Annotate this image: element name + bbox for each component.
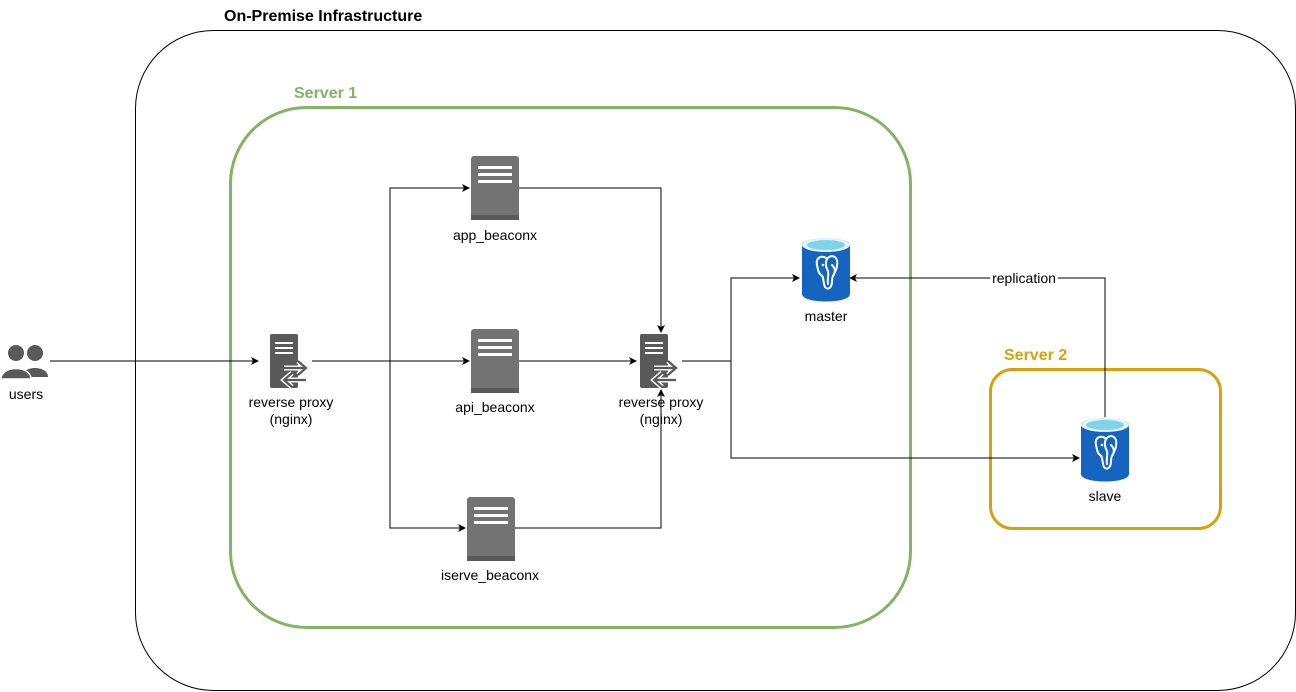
edge-proxy2-to-master [682, 274, 800, 362]
server-icon [471, 329, 519, 393]
users-label: users [9, 386, 43, 402]
edge-replication [849, 274, 1106, 417]
reverse-proxy-2-node[interactable]: reverse proxy (nginx) [619, 334, 704, 427]
api-beaconx-label: api_beaconx [455, 399, 534, 415]
users-icon [0, 343, 49, 380]
postgresql-database-icon [1080, 417, 1130, 483]
replication-label: replication [992, 270, 1056, 286]
replication-label-bg [990, 269, 1058, 286]
reverse-proxy-2-sublabel: (nginx) [640, 411, 683, 427]
app-beaconx-node[interactable]: app_beaconx [453, 156, 537, 243]
edge-proxy2-to-slave [730, 361, 1080, 462]
slave-db-node[interactable]: slave [1080, 417, 1130, 504]
edge-proxy-to-iserve [389, 361, 466, 532]
server-icon [471, 156, 519, 220]
api-beaconx-node[interactable]: api_beaconx [455, 329, 535, 415]
reverse-proxy-2-label: reverse proxy [619, 394, 704, 410]
server1-container [229, 106, 912, 629]
reverse-proxy-icon [640, 334, 676, 388]
server-icon [467, 497, 515, 561]
page-title: On-Premise Infrastructure [224, 8, 422, 25]
edge-iserve-to-proxy2 [514, 389, 665, 529]
iserve-beaconx-label: iserve_beaconx [441, 567, 539, 583]
edge-proxy-to-app [312, 184, 470, 362]
reverse-proxy-icon [270, 334, 306, 388]
master-label: master [805, 308, 848, 324]
reverse-proxy-1-node[interactable]: reverse proxy (nginx) [249, 334, 334, 427]
slave-label: slave [1089, 488, 1122, 504]
reverse-proxy-1-label: reverse proxy [249, 394, 334, 410]
server1-title: Server 1 [294, 85, 357, 102]
master-db-node[interactable]: master [801, 237, 851, 324]
reverse-proxy-1-sublabel: (nginx) [270, 411, 313, 427]
users-node[interactable]: users [0, 343, 49, 402]
edge-app-to-proxy2 [518, 187, 665, 333]
iserve-beaconx-node[interactable]: iserve_beaconx [441, 497, 539, 583]
server2-title: Server 2 [1004, 347, 1067, 364]
connections: replication [50, 184, 1106, 532]
app-beaconx-label: app_beaconx [453, 227, 537, 243]
postgresql-database-icon [801, 237, 851, 303]
